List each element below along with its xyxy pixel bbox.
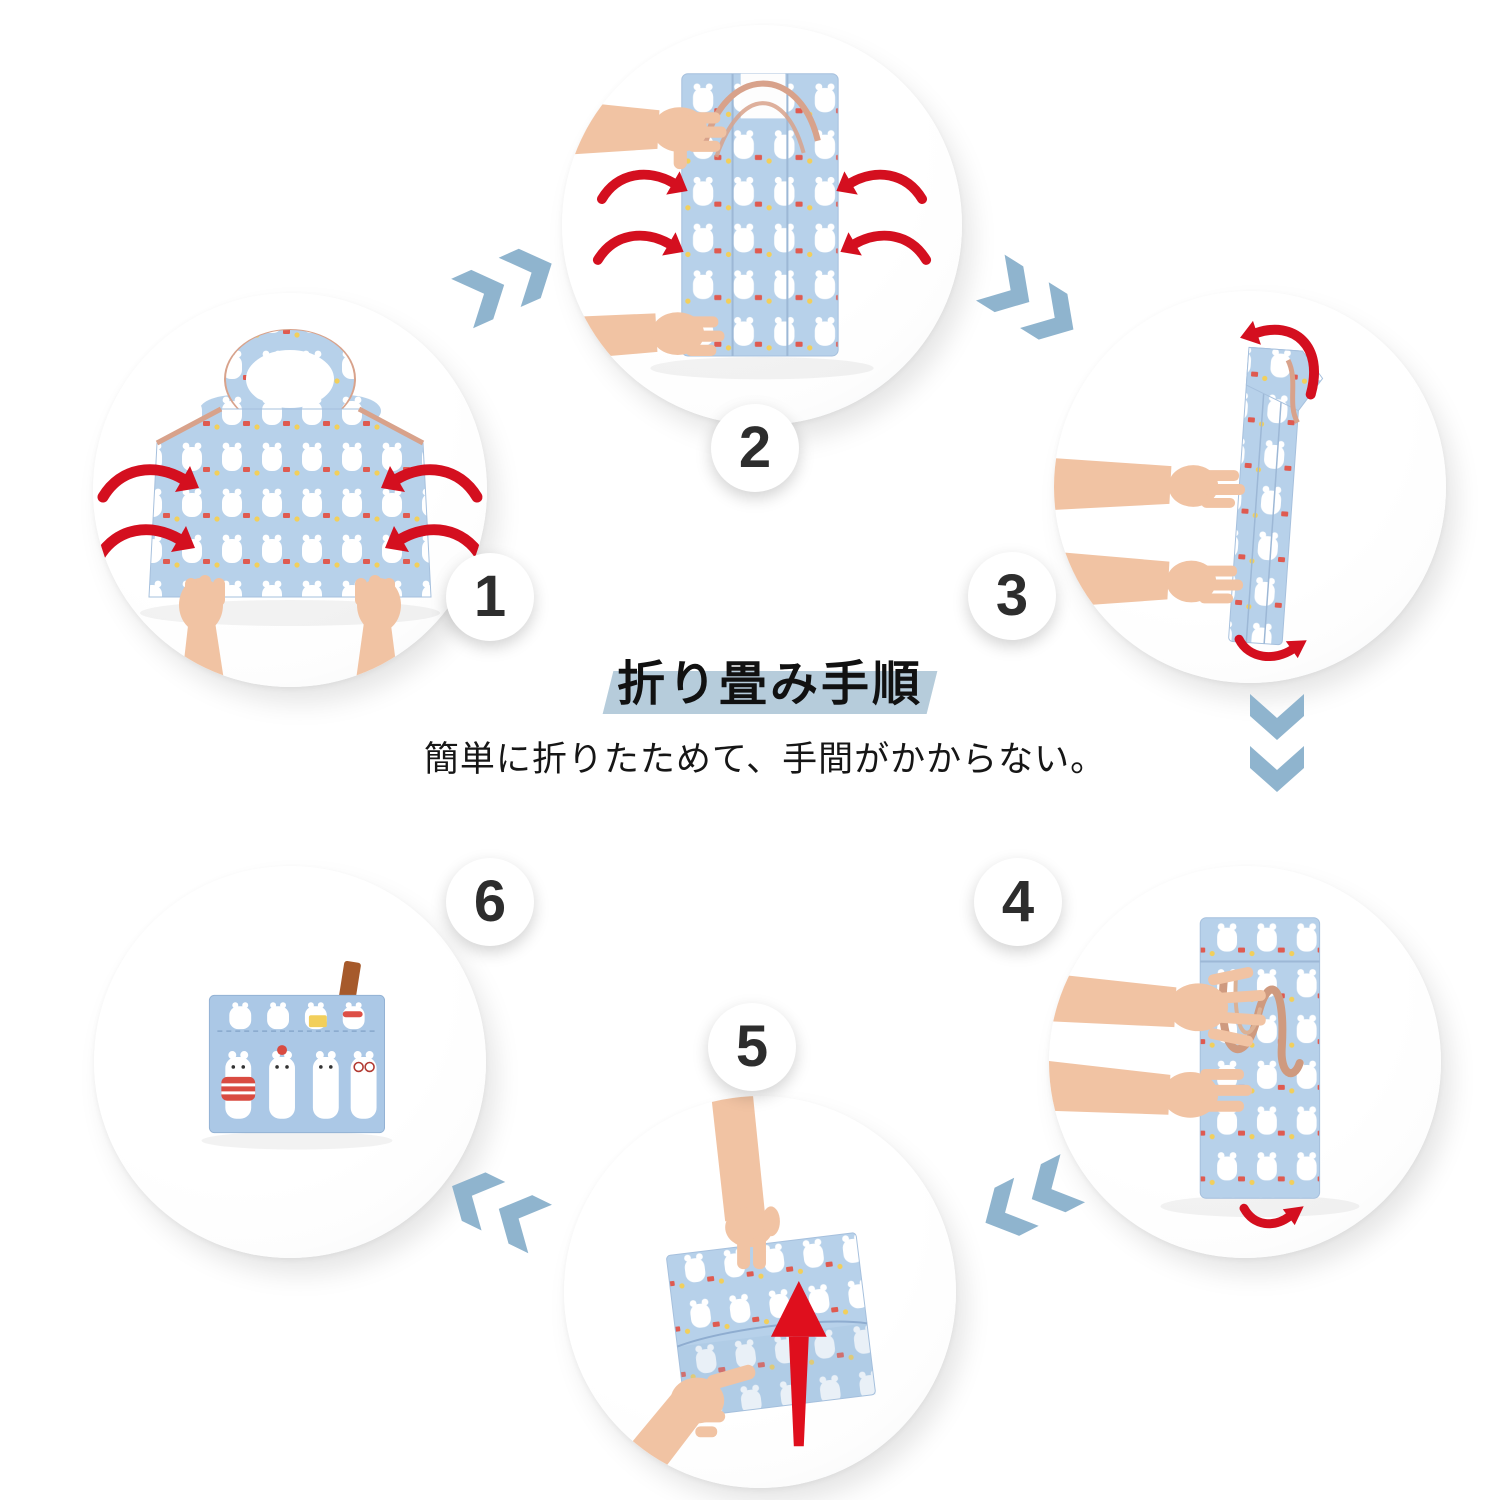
step-1-photo-circle	[93, 293, 487, 687]
step-2-number: 2	[738, 415, 772, 480]
step-4-photo-circle	[1049, 866, 1441, 1258]
step-1-illustration	[93, 329, 487, 687]
fold-down-arrow-icon	[1240, 320, 1319, 400]
step-6-photo-circle	[94, 866, 486, 1258]
hands-pressing	[1049, 966, 1266, 1118]
step-6-number-badge: 6	[446, 858, 534, 946]
step-2-photo-circle	[562, 25, 962, 425]
step-3-illustration	[1054, 320, 1324, 661]
step-6-number: 6	[473, 869, 507, 934]
hand-pointing-below	[593, 1364, 756, 1488]
step-3-number-badge: 3	[968, 552, 1056, 640]
folded-rectangle-with-straps	[1199, 917, 1321, 1199]
hands-holding-strip	[1054, 458, 1246, 608]
bag-folded-strip	[1228, 346, 1324, 646]
step-1-number: 1	[473, 564, 507, 629]
section-title: 折り畳み手順	[616, 658, 923, 711]
step-4-number: 4	[1001, 869, 1035, 934]
flow-chevron-3-to-4	[1250, 694, 1304, 792]
step-4-number-badge: 4	[974, 858, 1062, 946]
shopping-bag-open	[148, 329, 432, 598]
step-5-illustration	[593, 1096, 876, 1488]
hands-holding-bag	[179, 575, 401, 687]
tuck-up-arrow-icon	[770, 1281, 827, 1447]
step-5-photo-circle	[564, 1096, 956, 1488]
step-5-number: 5	[735, 1014, 769, 1079]
bear-pattern-bottom-row	[221, 1045, 377, 1119]
step-3-number: 3	[995, 563, 1029, 628]
bundle-with-pocket	[666, 1232, 876, 1418]
step-5-number-badge: 5	[708, 1003, 796, 1091]
step-3-photo-circle	[1054, 291, 1446, 683]
step-6-illustration	[201, 960, 393, 1150]
step-4-illustration	[1049, 917, 1360, 1229]
bag-folded-column	[681, 73, 839, 357]
finished-pouch	[208, 960, 386, 1134]
hands-holding-column	[562, 100, 727, 361]
fold-under-arrow-icon	[1234, 634, 1307, 661]
fold-under-arrow-icon	[1239, 1203, 1304, 1229]
step-1-number-badge: 1	[446, 553, 534, 641]
hand-pinching-top	[711, 1096, 780, 1270]
step-2-illustration	[562, 73, 962, 380]
section-subtitle: 簡単に折りたためて、手間がかからない。	[423, 740, 1107, 779]
step-2-number-badge: 2	[711, 404, 799, 492]
